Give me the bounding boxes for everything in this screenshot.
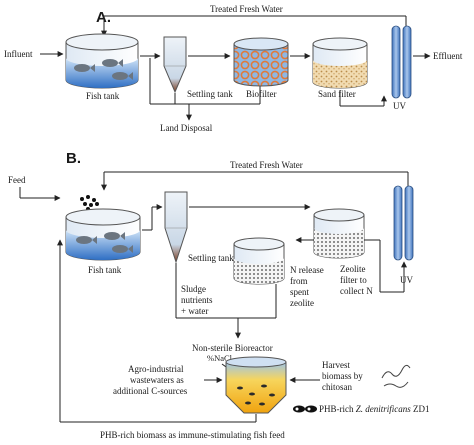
feed-label: Feed [8, 175, 26, 185]
phb-label: PHB-rich Z. denitrificans ZD1 [319, 404, 430, 414]
arrow-b-1 [142, 204, 163, 231]
biofilter-a [233, 37, 289, 87]
fish-tank-a [65, 33, 139, 89]
agro-label-3: additional C-sources [113, 386, 188, 396]
bioreactor-label: Non-sterile Bioreactor [192, 343, 273, 353]
panel-a-treated-water-label: Treated Fresh Water [210, 4, 283, 14]
settling-tank-a-label: Settling tank [187, 89, 233, 99]
panel-b-return-line [101, 171, 409, 191]
phb-granule-icon [293, 405, 317, 413]
zeolite-label-2: filter to [340, 275, 367, 285]
bioreactor [225, 356, 287, 414]
bioreactor-feed-lines [175, 263, 277, 339]
settling-tank-b-label: Settling tank [188, 253, 234, 263]
panel-b-treated-water-label: Treated Fresh Water [230, 160, 303, 170]
agro-label-2: wastewaters as [130, 375, 184, 385]
fish-tank-a-label: Fish tank [86, 91, 120, 101]
settling-tank-b [164, 191, 188, 264]
panel-b-letter: B. [66, 150, 81, 167]
effluent-label: Effluent [433, 51, 463, 61]
sand-filter-a [312, 37, 368, 89]
sludge-label-3: + water [181, 306, 208, 316]
harvest-label-3: chitosan [322, 382, 352, 392]
nacl-label: %NaCl [207, 353, 233, 363]
zeolite-label-1: Zeolite [340, 264, 366, 274]
uv-lamp-a [391, 25, 412, 99]
fish-feed-label: PHB-rich biomass as immune-stimulating f… [100, 430, 285, 440]
land-disposal-label: Land Disposal [160, 123, 213, 133]
sand-filter-label: Sand filter [318, 89, 356, 99]
n-release-label-2: from [290, 276, 308, 286]
agro-label-1: Agro-industrial [128, 364, 184, 374]
zeolite-filter [313, 208, 365, 259]
n-release-label-1: N release [290, 265, 324, 275]
uv-lamp-b [393, 185, 414, 261]
harvest-label-2: biomass by [322, 371, 363, 381]
fish-icon [76, 232, 133, 253]
n-release-label-4: zeolite [290, 298, 314, 308]
uv-a-label: UV [393, 101, 406, 111]
n-release-label-3: spent [290, 287, 309, 297]
fish-tank-b [65, 208, 141, 261]
spent-zeolite-tank [233, 237, 285, 285]
uv-b-label: UV [400, 275, 413, 285]
chitosan-strands-icon [381, 364, 411, 388]
panel-a-return-line [101, 15, 407, 37]
settling-tank-a [163, 36, 187, 94]
land-disposal-line [149, 58, 261, 121]
zeolite-label-3: collect N [340, 286, 373, 296]
fish-icon [74, 59, 133, 80]
fish-tank-b-label: Fish tank [88, 265, 122, 275]
arrow-a-4 [339, 90, 387, 107]
fish-feed-return-line [57, 239, 257, 423]
harvest-label-1: Harvest [322, 360, 350, 370]
bacteria-icon [237, 384, 275, 406]
sludge-label-1: Sludge [181, 284, 206, 294]
arrow-b-4 [364, 239, 407, 293]
sludge-label-2: nutrients [181, 295, 213, 305]
influent-label: Influent [4, 49, 33, 59]
biofilter-label: Biofilter [246, 89, 277, 99]
